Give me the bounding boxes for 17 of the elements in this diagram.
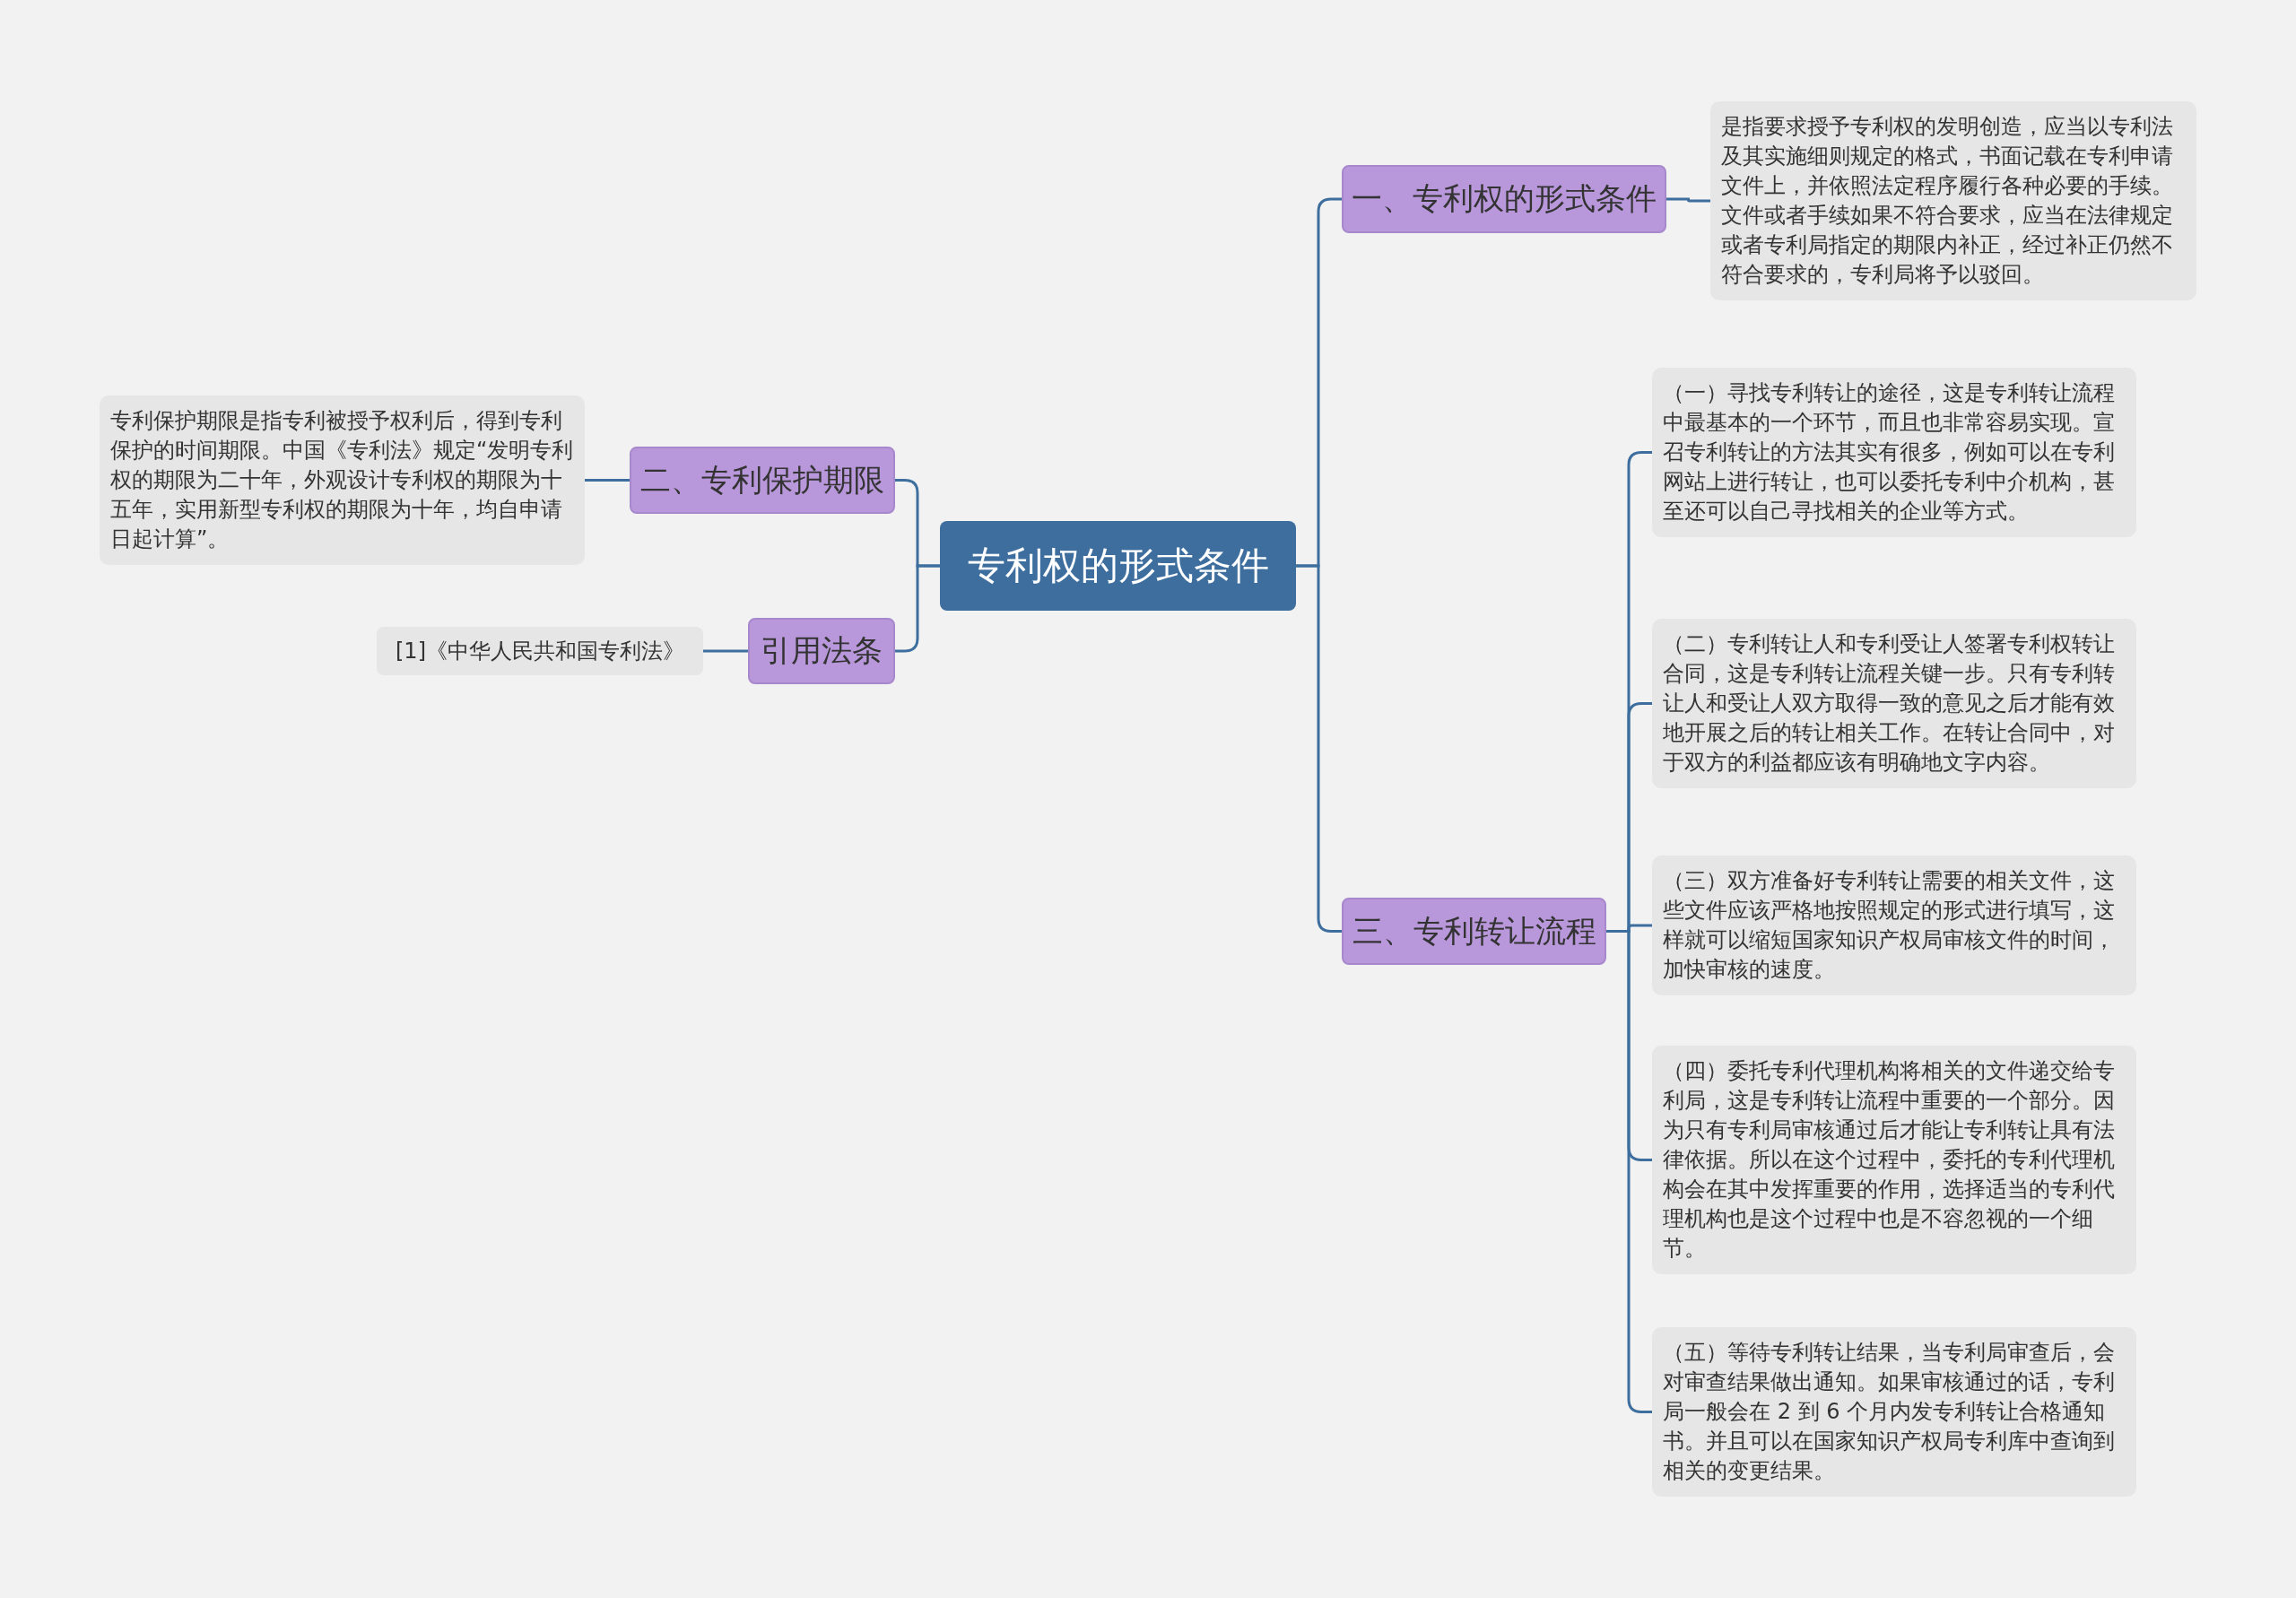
note-box: （一）寻找专利转让的途径，这是专利转让流程中最基本的一个环节，而且也非常容易实现。宣召专利转让的方法其实有很多，例如可以在专利网站上进行转让，也可以委托专利中介机构，甚至还可以自己寻找相关的企业等方式。 xyxy=(1652,367,2136,537)
topic-box: 三、专利转让流程 xyxy=(1342,898,1606,965)
central-topic: 专利权的形式条件 xyxy=(940,521,1296,611)
note-box: （二）专利转让人和专利受让人签署专利权转让合同，这是专利转让流程关键一步。只有专利转让人和受让人双方取得一致的意见之后才能有效地开展之后的转让相关工作。在转让合同中，对于双方的利益都应该有明确地文字内容。 xyxy=(1652,618,2136,788)
note-box: （三）双方准备好专利转让需要的相关文件，这些文件应该严格地按照规定的形式进行填写，这样就可以缩短国家知识产权局审核文件的时间，加快审核的速度。 xyxy=(1652,855,2136,995)
note-box: 是指要求授予专利权的发明创造，应当以专利法及其实施细则规定的格式，书面记载在专利申请文件上，并依照法定程序履行各种必要的手续。文件或者手续如果不符合要求，应当在法律规定或者专利局指定的期限内补正，经过补正仍然不符合要求的，专利局将予以驳回。 xyxy=(1710,101,2196,300)
connector-line xyxy=(895,564,940,653)
connector-line xyxy=(703,649,748,653)
connector-line xyxy=(585,479,630,482)
note-box: （五）等待专利转让结果，当专利局审查后，会对审查结果做出通知。如果审核通过的话，专利局一般会在 2 到 6 个月内发专利转让合格通知书。并且可以在国家知识产权局专利库中查询到相关的变更结果。 xyxy=(1652,1326,2136,1497)
topic-box: 引用法条 xyxy=(748,618,895,684)
note-box: （四）委托专利代理机构将相关的文件递交给专利局，这是专利转让流程中重要的一个部分。因为只有专利局审核通过后才能让专利转让具有法律依据。所以在这个过程中，委托的专利代理机构会在其中发挥重要的作用，选择适当的专利代理机构也是这个过程中也是不容忽视的一个细节。 xyxy=(1652,1045,2136,1274)
topic-box: 一、专利权的形式条件 xyxy=(1342,165,1666,233)
topic-box: 二、专利保护期限 xyxy=(630,447,895,514)
note-box: 专利保护期限是指专利被授予权利后，得到专利保护的时间期限。中国《专利法》规定“发明专利权的期限为二十年，外观设计专利权的期限为十五年，实用新型专利权的期限为十年，均自申请日起计算”。 xyxy=(100,395,585,565)
reference-box: [1]《中华人民共和国专利法》 xyxy=(377,627,703,675)
connector-line xyxy=(1666,197,1710,203)
